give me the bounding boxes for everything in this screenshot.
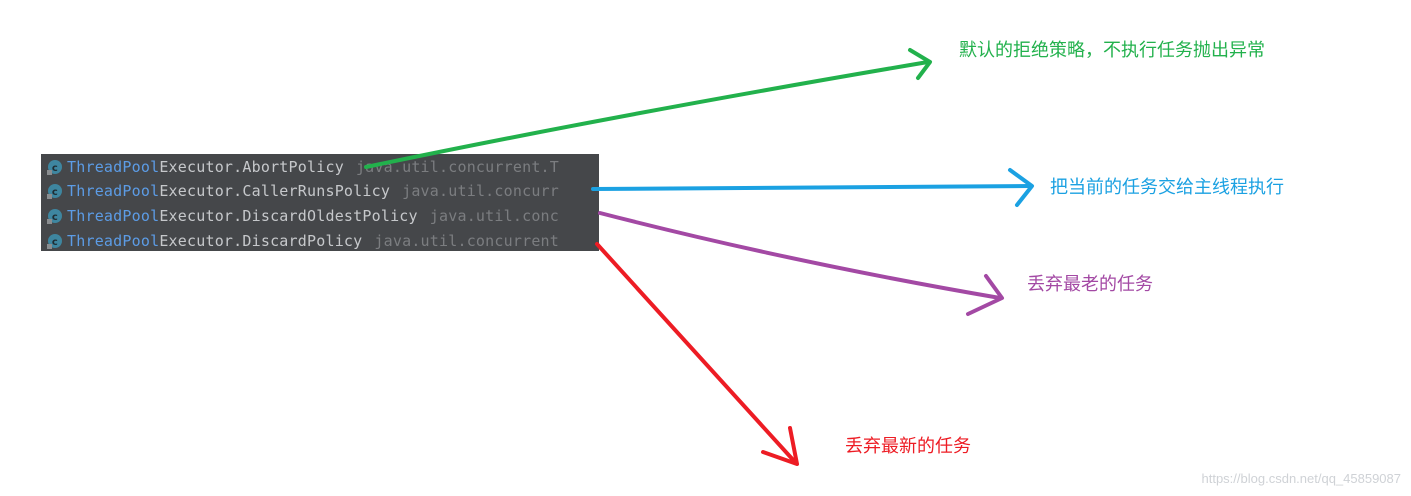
annotation-discard-oldest-policy: 丢弃最老的任务 xyxy=(1027,274,1153,295)
package-name: java.util.conc xyxy=(429,206,560,225)
arrow-abort-policy xyxy=(364,48,932,169)
class-name: Executor.AbortPolicy xyxy=(159,157,344,176)
class-name: Executor.DiscardOldestPolicy xyxy=(159,206,418,225)
match-highlight: ThreadPool xyxy=(67,181,160,200)
class-icon: c xyxy=(47,159,63,175)
watermark: https://blog.csdn.net/qq_45859087 xyxy=(1201,471,1402,486)
package-name: java.util.concurrent xyxy=(374,231,560,250)
match-highlight: ThreadPool xyxy=(67,157,160,176)
svg-text:c: c xyxy=(52,187,58,198)
match-highlight: ThreadPool xyxy=(67,206,160,225)
class-icon: c xyxy=(47,208,63,224)
svg-text:c: c xyxy=(52,237,58,248)
annotation-abort-policy: 默认的拒绝策略，不执行任务抛出异常 xyxy=(959,40,1265,61)
arrow-caller-runs-policy xyxy=(591,168,1034,207)
svg-text:c: c xyxy=(52,212,58,223)
class-icon: c xyxy=(47,183,63,199)
arrow-discard-policy xyxy=(595,242,799,466)
svg-text:c: c xyxy=(52,163,58,174)
annotation-caller-runs-policy: 把当前的任务交给主线程执行 xyxy=(1050,177,1284,198)
annotation-discard-policy: 丢弃最新的任务 xyxy=(845,436,971,457)
arrow-discard-oldest-policy xyxy=(598,211,1004,316)
class-name: Executor.CallerRunsPolicy xyxy=(159,181,391,200)
match-highlight: ThreadPool xyxy=(67,231,160,250)
package-name: java.util.concurrent.T xyxy=(355,157,560,176)
class-name: Executor.DiscardPolicy xyxy=(159,231,363,250)
class-icon: c xyxy=(47,233,63,249)
package-name: java.util.concurr xyxy=(402,181,560,200)
